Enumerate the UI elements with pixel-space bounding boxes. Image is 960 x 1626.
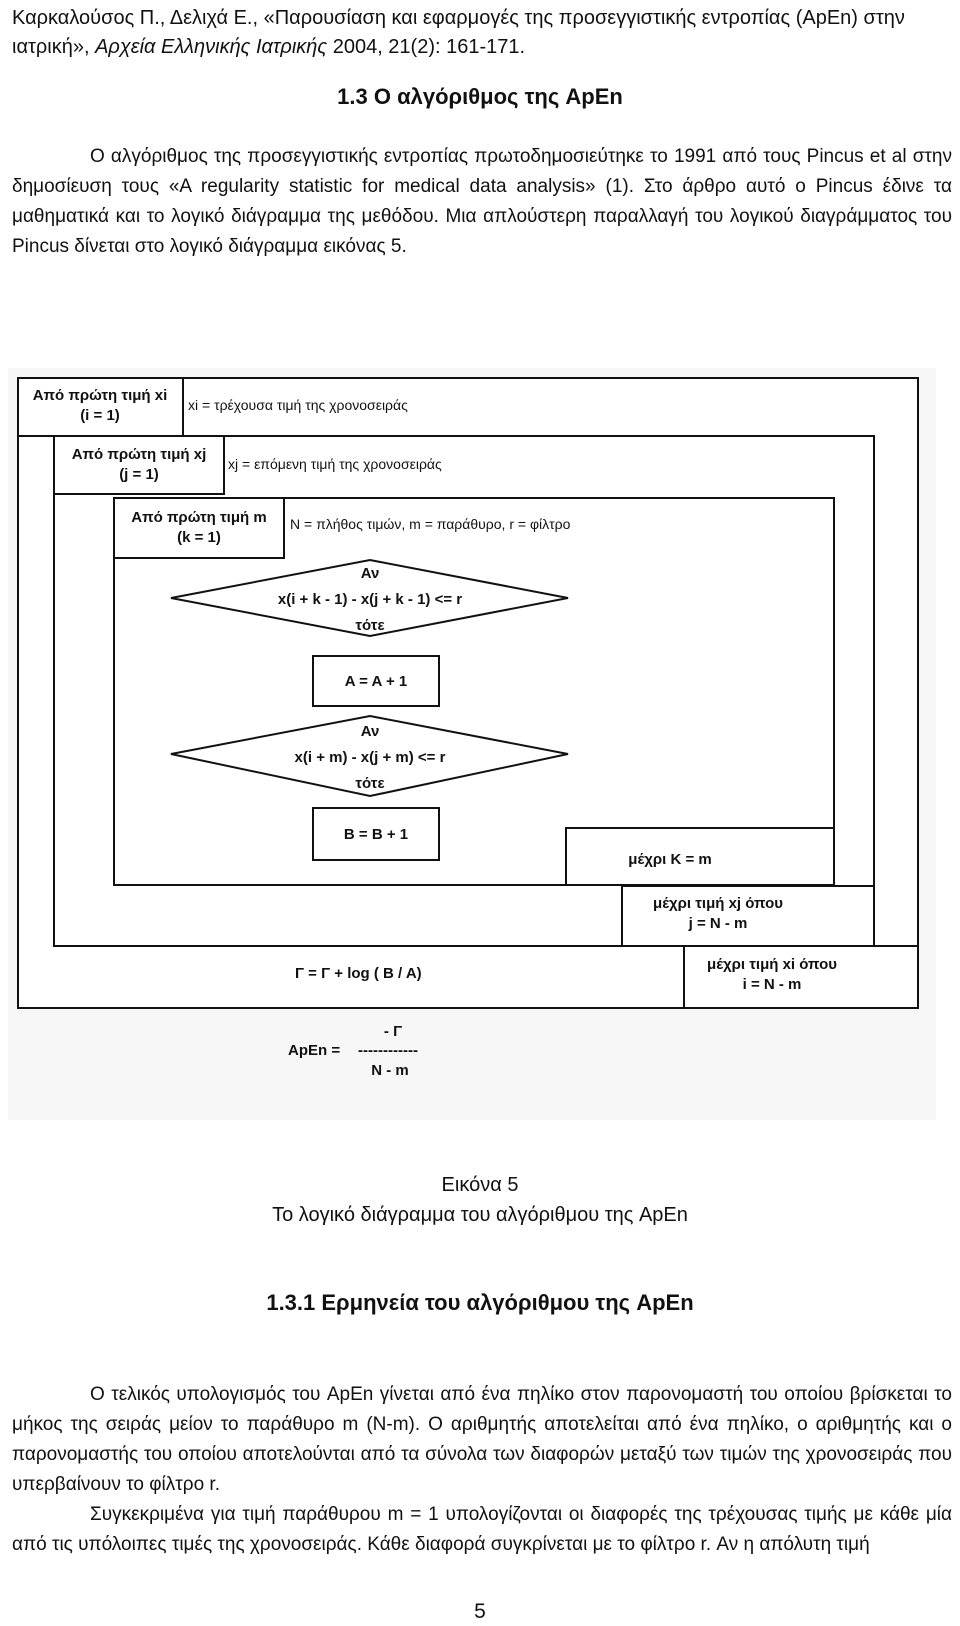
decision-1-then: τότε — [355, 617, 384, 634]
loop-j-end-line2: j = N - m — [688, 915, 748, 932]
page-number: 5 — [474, 1600, 486, 1623]
action-2-box — [312, 807, 440, 861]
loop-k-end-text: μέχρι K = m — [628, 851, 711, 868]
loop-k-start-line2: (k = 1) — [177, 529, 221, 546]
section-paragraph: Ο αλγόριθμος της προσεγγιστικής εντροπία… — [12, 146, 952, 257]
apen-flowchart: Από πρώτη τιμή xi (i = 1) xi = τρέχουσα … — [8, 368, 936, 1120]
citation-authors: Καρκαλούσος Π., Δελιχά Ε., «Παρουσίαση κ… — [12, 7, 905, 58]
subsection-paragraph-2: Συγκεκριμένα για τιμή παράθυρου m = 1 υπ… — [12, 1504, 952, 1555]
loop-k-start-box — [113, 497, 285, 559]
loop-j-end-line1: μέχρι τιμή xj όπου — [653, 895, 783, 912]
loop-i-note: xi = τρέχουσα τιμή της χρονοσειράς — [188, 397, 408, 413]
section-title: 1.3 Ο αλγόριθμος της ApEn — [337, 84, 623, 109]
apen-fraction-bar: ------------ — [358, 1042, 418, 1059]
decision-2-condition: x(i + m) - x(j + m) <= r — [295, 749, 446, 766]
gamma-update: Γ = Γ + log ( B / A) — [295, 965, 422, 982]
loop-j-start-line2: (j = 1) — [119, 466, 159, 483]
loop-i-end-line1: μέχρι τιμή xi όπου — [707, 956, 837, 973]
figure-caption-number: Εικόνα 5 — [441, 1174, 519, 1196]
figure-caption: Εικόνα 5 Το λογικό διάγραμμα του αλγόριθ… — [0, 1170, 960, 1230]
action-1-box — [312, 655, 440, 707]
apen-denominator: N - m — [371, 1062, 409, 1079]
decision-2-diamond — [170, 714, 569, 798]
decision-1-if: Αν — [361, 565, 380, 582]
figure-caption-title: Το λογικό διάγραμμα του αλγόριθμου της A… — [272, 1204, 688, 1226]
citation-volume: 2004, 21(2): 161-171. — [327, 36, 526, 58]
loop-k-frame — [113, 497, 835, 886]
loop-i-end-line2: i = N - m — [743, 976, 802, 993]
citation-journal: Αρχεία Ελληνικής Ιατρικής — [95, 36, 328, 58]
loop-k-note: N = πλήθος τιμών, m = παράθυρο, r = φίλτ… — [290, 516, 571, 532]
action-1-text: A = A + 1 — [345, 673, 408, 690]
loop-j-start-box — [53, 435, 225, 495]
citation: Καρκαλούσος Π., Δελιχά Ε., «Παρουσίαση κ… — [12, 4, 942, 62]
decision-2-then: τότε — [355, 775, 384, 792]
loop-k-end-box — [565, 827, 835, 886]
loop-j-note: xj = επόμενη τιμή της χρονοσειράς — [228, 456, 442, 472]
decision-1-condition: x(i + k - 1) - x(j + k - 1) <= r — [278, 591, 462, 608]
loop-i-start-line2: (i = 1) — [80, 407, 120, 424]
action-2-text: B = B + 1 — [344, 826, 408, 843]
loop-i-start-box — [17, 377, 184, 437]
subsection-paragraph-1: Ο τελικός υπολογισμός του ApEn γίνεται α… — [12, 1384, 952, 1495]
apen-label: ApEn = — [288, 1042, 340, 1059]
loop-i-end-box — [683, 945, 919, 1009]
apen-numerator: - Γ — [384, 1023, 402, 1040]
decision-2-if: Αν — [361, 723, 380, 740]
decision-1-diamond — [170, 558, 569, 638]
loop-j-start-line1: Από πρώτη τιμή xj — [72, 446, 207, 463]
subsection-title: 1.3.1 Ερμηνεία του αλγόριθμου της ApEn — [266, 1290, 694, 1315]
loop-k-start-line1: Από πρώτη τιμή m — [131, 509, 266, 526]
loop-i-start-line1: Από πρώτη τιμή xi — [33, 387, 168, 404]
